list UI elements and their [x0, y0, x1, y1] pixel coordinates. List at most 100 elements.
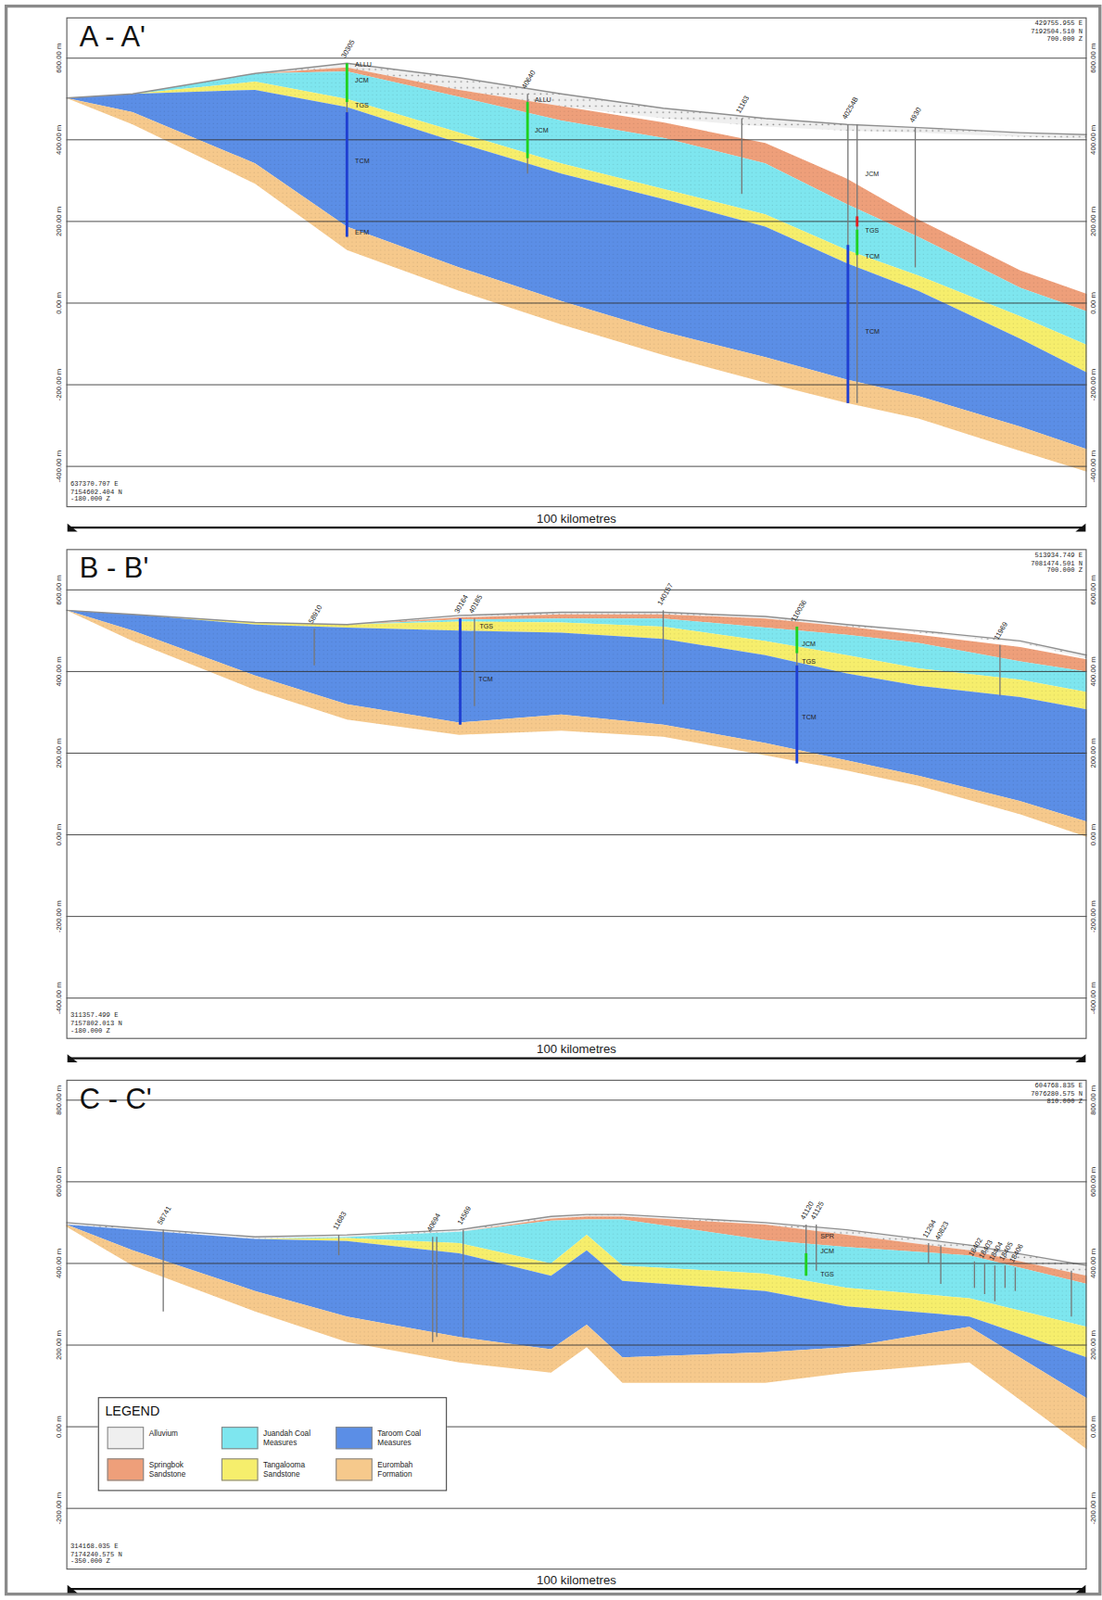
formation-code: JCM [820, 1247, 835, 1254]
coordinate-label: 604768.835 E [1035, 1083, 1084, 1090]
axis-label: 400.00 m [1089, 656, 1097, 686]
grid-line [66, 220, 1088, 222]
coordinate-label: 429755.955 E [1035, 21, 1084, 28]
coordinate-label: -180.000 Z [70, 496, 111, 504]
well-interval [345, 63, 349, 102]
grid-line [66, 1180, 1088, 1182]
coordinate-label: -180.000 Z [70, 1027, 111, 1035]
coordinate-label: 513934.749 E [1035, 552, 1084, 559]
legend-label: Juandah Coal Measures [263, 1428, 329, 1448]
well-interval [795, 665, 798, 764]
well-trace [662, 609, 664, 704]
legend-swatch [107, 1457, 145, 1481]
well-id: 58741 [155, 1204, 172, 1226]
well-id: 11683 [331, 1210, 348, 1231]
formation-code: JCM [801, 640, 816, 647]
axis-label: -200.00 m [1089, 1492, 1097, 1525]
coordinate-label: -350.000 Z [70, 1558, 111, 1566]
well-trace [1004, 1265, 1006, 1288]
axis-label: 400.00 m [54, 125, 63, 155]
axis-label: 0.00 m [1089, 1415, 1097, 1438]
legend-label: Springbok Sandstone [149, 1459, 215, 1480]
well-id: 4930 [908, 106, 923, 125]
coordinate-label: 810.000 Z [1046, 1098, 1083, 1105]
well-trace [1014, 1266, 1016, 1291]
formation-code: TCM [801, 713, 817, 721]
coordinate-label: 7154602.404 N [70, 489, 123, 496]
well-id: 14569 [456, 1204, 472, 1226]
axis-label: 200.00 m [1089, 1330, 1097, 1360]
scale-label: 100 kilometres [536, 1042, 617, 1055]
legend-entry: Alluvium [107, 1424, 218, 1452]
axis-label: -200.00 m [54, 368, 63, 402]
axis-label: 600.00 m [54, 43, 63, 74]
legend-label: Alluvium [149, 1428, 215, 1438]
axis-label: 0.00 m [54, 1415, 63, 1438]
formation-code: TGS [865, 227, 880, 234]
well-trace [974, 1261, 976, 1289]
grid-line [66, 1507, 1088, 1509]
well-trace [1070, 1270, 1072, 1318]
well-interval [526, 101, 530, 159]
formation-code: JCM [354, 76, 369, 84]
axis-label: -400.00 m [1089, 450, 1097, 483]
legend-label: Eurombah Formation [377, 1459, 443, 1480]
grid-line [66, 997, 1088, 999]
legend-label: Taroom Coal Measures [377, 1428, 443, 1448]
axis-label: -400.00 m [1089, 981, 1097, 1014]
coordinate-label: 7081474.501 N [1030, 560, 1083, 568]
layer-texture [66, 1224, 1088, 1398]
grid-line [66, 589, 1088, 591]
well-id: 40640 [519, 68, 536, 89]
axis-label: 400.00 m [1089, 1248, 1097, 1279]
formation-code: SPR [820, 1233, 835, 1241]
formation-code: TGS [354, 102, 369, 110]
section-title: B - B' [79, 552, 149, 585]
well-trace [741, 118, 743, 194]
well-interval [855, 215, 859, 227]
scale-bar [69, 1587, 1084, 1590]
scale-bar [69, 1057, 1084, 1060]
well-trace [984, 1263, 986, 1294]
formation-layer [66, 609, 1088, 836]
legend-box: LEGENDAlluviumJuandah Coal MeasuresTaroo… [98, 1396, 448, 1491]
coordinate-label: 700.000 Z [1046, 568, 1083, 575]
well-trace [939, 1244, 941, 1284]
coordinate-label: 7157802.013 N [70, 1020, 123, 1027]
legend-swatch [335, 1457, 373, 1481]
axis-label: 800.00 m [1089, 1085, 1097, 1115]
grid-line [66, 384, 1088, 386]
axis-label: 400.00 m [1089, 125, 1097, 155]
grid-line [66, 671, 1088, 672]
formation-code: TCM [865, 253, 881, 261]
scale-bar-end [67, 1053, 78, 1063]
well-interval [345, 112, 349, 237]
well-id: 30164 [453, 593, 469, 614]
axis-label: 600.00 m [1089, 574, 1097, 605]
well-trace [815, 1224, 817, 1271]
axis-label: 200.00 m [54, 206, 63, 237]
scale-label: 100 kilometres [536, 512, 617, 525]
axis-label: 200.00 m [1089, 206, 1097, 237]
scale-label: 100 kilometres [536, 1573, 617, 1586]
well-trace [436, 1236, 438, 1337]
axis-label: -400.00 m [54, 450, 63, 483]
well-interval [846, 244, 849, 404]
section-title: A - A' [79, 20, 146, 53]
grid-line [66, 1344, 1088, 1346]
well-trace [847, 124, 849, 404]
axis-label: 200.00 m [54, 737, 63, 768]
well-id: 40694 [425, 1212, 442, 1233]
well-trace [805, 1224, 807, 1276]
layer-texture [66, 609, 1088, 836]
well-id: 30305 [340, 38, 356, 59]
formation-code: TGS [801, 658, 816, 666]
scale-bar-end [67, 523, 78, 532]
ground-line [66, 609, 1088, 655]
well-interval [795, 626, 798, 654]
well-trace [346, 63, 348, 237]
axis-label: 600.00 m [1089, 1166, 1097, 1197]
formation-code: TCM [354, 157, 370, 165]
figure-frame [6, 6, 1101, 1595]
